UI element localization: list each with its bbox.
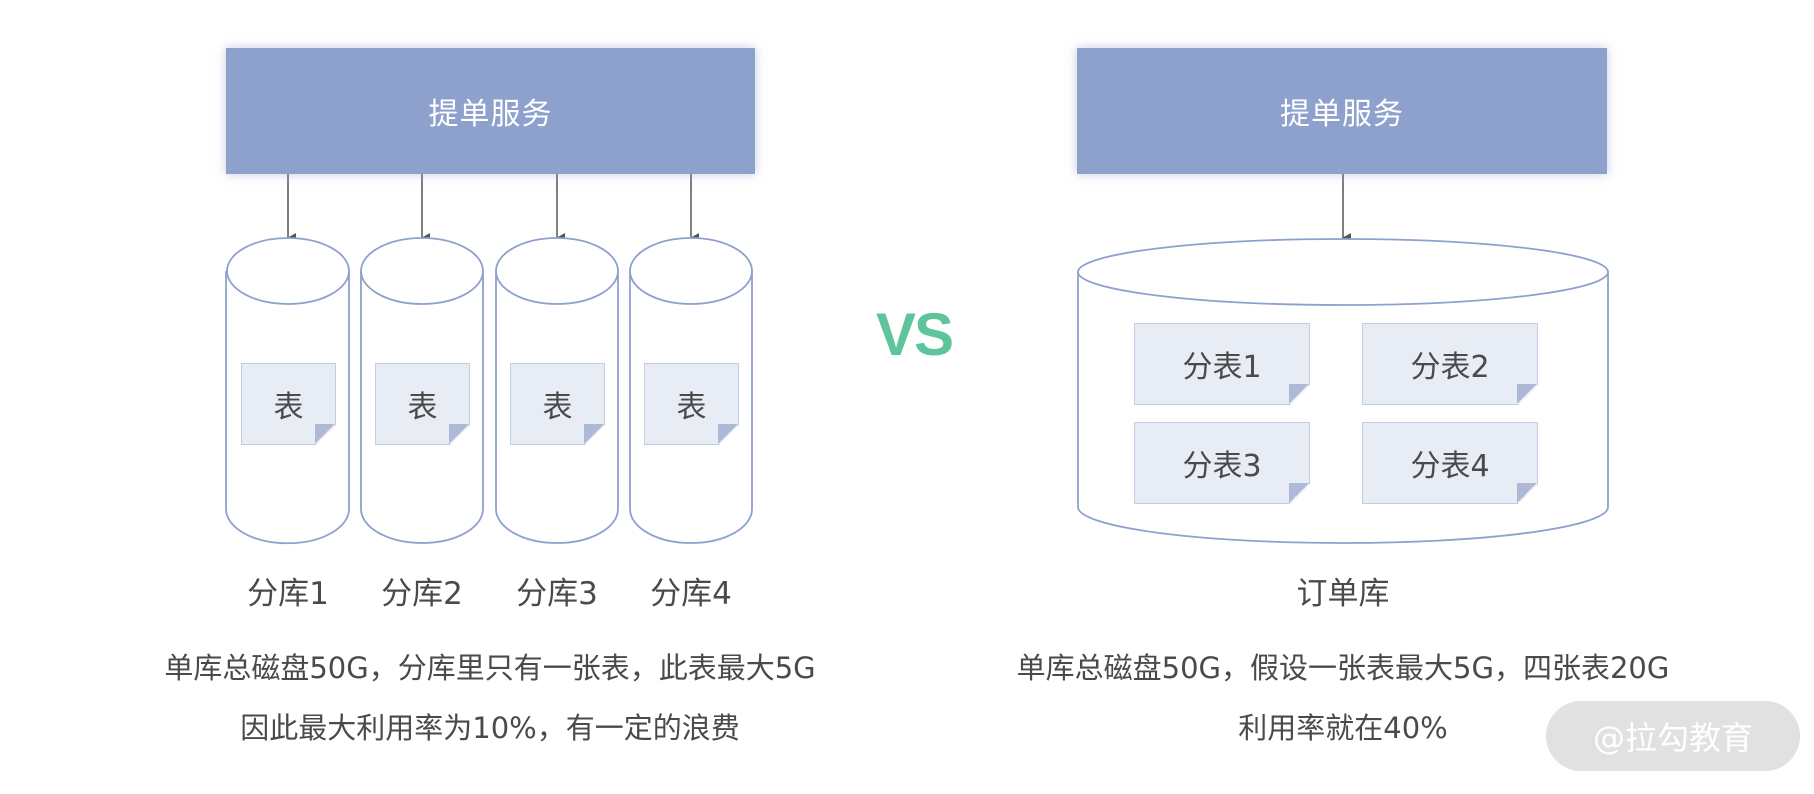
shard-table-1-sheet: 分表1 [1134, 323, 1310, 405]
db4-label: 分库4 [650, 576, 732, 612]
db2-label: 分库2 [381, 576, 463, 612]
db3-table-sheet: 表 [510, 363, 605, 445]
db1-table-sheet: 表 [241, 363, 336, 445]
vs-label: VS [876, 301, 954, 368]
db4-table-label: 表 [676, 390, 707, 425]
watermark-badge: @拉勾教育 [1546, 701, 1800, 771]
right-caption-line-2: 利用率就在40% [1238, 711, 1448, 745]
db2-table-label: 表 [407, 390, 438, 425]
left-order-service-box: 提单服务 [226, 48, 755, 174]
shard-table-4-sheet: 分表4 [1362, 422, 1538, 504]
db2-table-sheet: 表 [375, 363, 470, 445]
watermark-text: @拉勾教育 [1592, 719, 1753, 757]
order-db-label: 订单库 [1296, 576, 1390, 612]
shard-table-3-sheet: 分表3 [1134, 422, 1310, 504]
left-caption-line-2: 因此最大利用率为10%，有一定的浪费 [240, 711, 740, 745]
right-service-label: 提单服务 [1280, 97, 1404, 132]
db3-table-label: 表 [542, 390, 573, 425]
db1-table-label: 表 [273, 390, 304, 425]
shard-table-3-label: 分表3 [1182, 449, 1262, 484]
db4-table-sheet: 表 [644, 363, 739, 445]
left-caption-line-1: 单库总磁盘50G，分库里只有一张表，此表最大5G [164, 651, 816, 685]
db1-label: 分库1 [247, 576, 329, 612]
right-caption-line-1: 单库总磁盘50G，假设一张表最大5G，四张表20G [1016, 651, 1670, 685]
shard-table-1-label: 分表1 [1182, 350, 1262, 385]
db3-label: 分库3 [516, 576, 598, 612]
shard-table-2-sheet: 分表2 [1362, 323, 1538, 405]
right-order-service-box: 提单服务 [1077, 48, 1607, 174]
shard-table-4-label: 分表4 [1410, 449, 1490, 484]
left-service-label: 提单服务 [428, 97, 553, 132]
shard-table-2-label: 分表2 [1410, 350, 1490, 385]
